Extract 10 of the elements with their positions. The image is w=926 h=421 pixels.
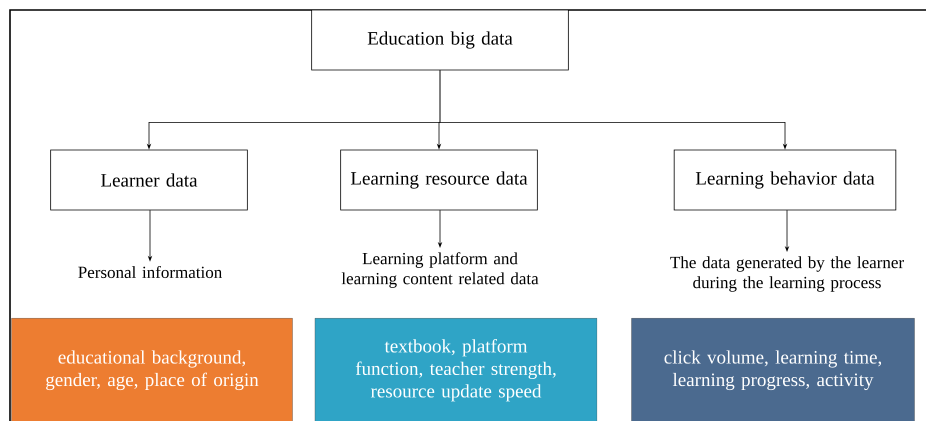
category-box: Education big data bbox=[311, 10, 569, 70]
category-box: Learner data bbox=[50, 150, 248, 210]
detail-box: educational background, gender, age, place of origin bbox=[11, 318, 293, 421]
detail-box: click volume, learning time, learning progress, activity bbox=[631, 318, 915, 421]
category-box: Learning resource data bbox=[340, 150, 538, 210]
description-text: Learning platform and learning content related data bbox=[342, 252, 538, 288]
category-box: Learning behavior data bbox=[674, 150, 896, 210]
description-text: The data generated by the learner during the learning process bbox=[670, 256, 904, 292]
description-text: Personal information bbox=[78, 266, 222, 278]
detail-box: textbook, platform function, teacher strength, resource update speed bbox=[314, 318, 598, 421]
